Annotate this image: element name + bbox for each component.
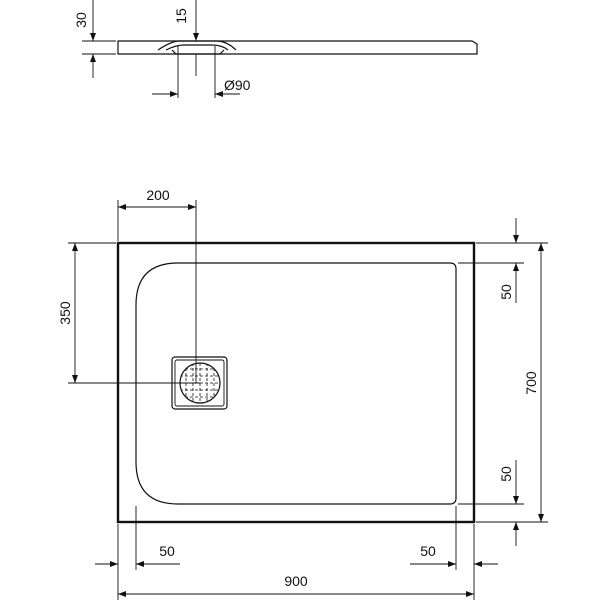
dim-drain-y-arrow-bottom (72, 375, 78, 383)
dim-right-margin-label: 50 (420, 543, 436, 559)
dim-depth-arrow-bottom (538, 514, 544, 522)
dim-width-arrow-left (118, 591, 126, 597)
dim-bottom-margin-arrow-top (513, 496, 519, 504)
dim-width-label: 900 (284, 573, 308, 589)
dim-depth-arrow-top (538, 243, 544, 251)
dim-left-margin-arrow-right (136, 561, 144, 567)
dim-bottom-margin-arrow-bottom (513, 522, 519, 530)
side-view-drain-cutout (157, 40, 237, 51)
dim-diameter-arrow-left (170, 91, 178, 97)
dim-right-margin-arrow-left (448, 561, 456, 567)
dim-thickness-arrow-bottom (90, 54, 96, 62)
side-view-tray-profile (117, 40, 478, 55)
dim-thickness-label: 30 (73, 12, 89, 28)
dim-drain-x-arrow-left (118, 204, 126, 210)
dim-diameter-label: Ø90 (224, 77, 251, 93)
side-view-drain-inner (165, 44, 229, 51)
dim-drain-x-arrow-right (188, 204, 196, 210)
dim-left-margin-arrow-left (110, 561, 118, 567)
dim-right-margin-arrow-right (474, 561, 482, 567)
dim-depth-label: 700 (523, 371, 539, 395)
dim-drain-x-label: 200 (146, 187, 170, 203)
side-view-drain-body (171, 49, 225, 55)
dim-drain-y-label: 350 (57, 301, 73, 325)
dim-offset-arrow (193, 33, 199, 41)
tray-basin (135, 262, 457, 505)
dim-drain-y-arrow-top (72, 243, 78, 251)
dim-left-margin-label: 50 (159, 543, 175, 559)
dim-top-margin-arrow-bottom (513, 263, 519, 271)
dim-bottom-margin-label: 50 (498, 466, 514, 482)
dim-top-margin-label: 50 (498, 284, 514, 300)
plan-view: 200 350 700 50 50 (57, 187, 548, 600)
dim-width-arrow-right (466, 591, 474, 597)
dim-diameter-arrow-right (215, 91, 223, 97)
tray-outline (116, 241, 476, 524)
dim-top-margin-arrow-top (513, 235, 519, 243)
dim-offset-label: 15 (173, 8, 189, 24)
side-view: 30 15 Ø90 (73, 0, 478, 98)
dim-thickness-arrow-top (90, 33, 96, 41)
